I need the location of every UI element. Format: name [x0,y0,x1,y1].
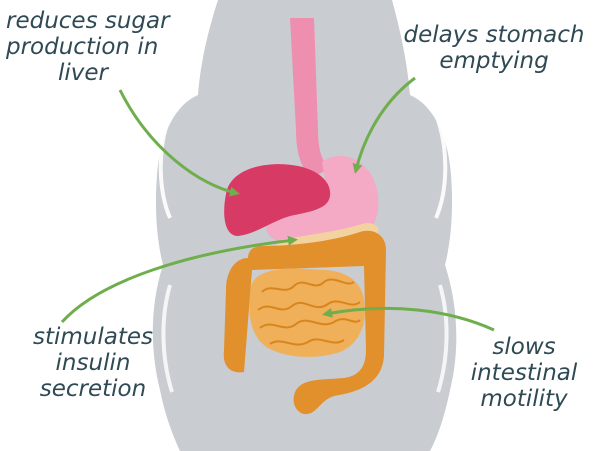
label-insulin-line: stimulates [32,324,153,350]
body-highlight-hip-left [161,284,174,393]
large-intestine [223,230,386,415]
label-stomach: delays stomach emptying [396,22,592,74]
arrow-liver [118,89,240,197]
label-intestinal-line: intestinal [470,360,578,386]
label-liver: reduces sugar production in liver [6,8,226,86]
arrow-intestinal [322,306,495,332]
esophagus [290,18,330,178]
label-liver-line: liver [58,60,108,86]
label-intestinal-line: motility [480,386,568,412]
small-intestine-coils [257,278,361,346]
label-intestinal: slows intestinal motility [456,334,592,412]
body-highlight-left [158,119,172,219]
body-highlight-hip-right [436,284,449,393]
arrow-stomach [352,76,416,174]
label-insulin-line: secretion [39,376,147,402]
label-liver-line: production in [6,34,159,60]
stomach [266,155,379,249]
label-insulin-line: insulin [55,350,131,376]
label-insulin: stimulates insulin secretion [8,324,178,402]
arrow-insulin [60,235,298,324]
body-highlight-right [434,119,448,219]
liver [224,164,331,236]
label-stomach-line: delays stomach [403,22,585,48]
small-intestine [249,268,365,357]
label-liver-line: reduces sugar [6,8,170,34]
label-intestinal-line: slows [492,334,556,360]
label-stomach-line: emptying [439,48,549,74]
